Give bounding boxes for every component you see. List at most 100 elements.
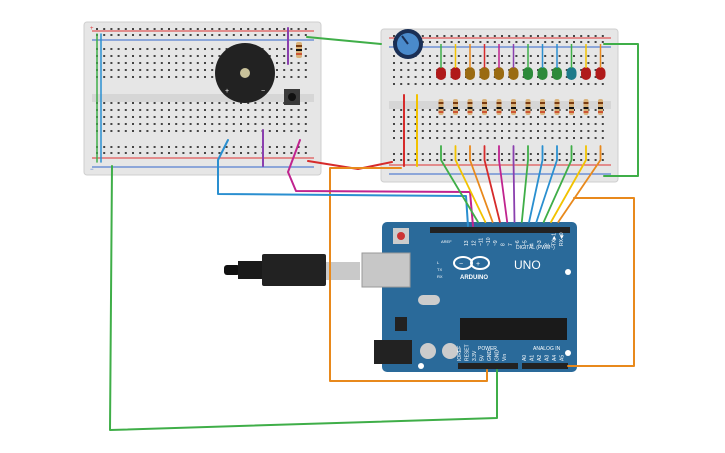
wire-blue-signal[interactable] (217, 139, 469, 227)
terminal-hole (218, 116, 221, 118)
led-signal-wire[interactable] (528, 145, 544, 223)
terminal-hole (110, 55, 113, 57)
led[interactable] (450, 67, 461, 80)
terminal-hole (139, 76, 142, 78)
terminal-hole (240, 123, 242, 125)
terminal-hole (204, 55, 206, 57)
terminal-hole (522, 130, 525, 132)
terminal-hole (196, 55, 199, 57)
led-signal-wire[interactable] (542, 145, 573, 223)
terminal-hole (117, 76, 120, 78)
rail-hole (601, 153, 604, 155)
terminal-hole (110, 76, 113, 78)
terminal-hole (304, 62, 307, 64)
led-signal-wire[interactable] (498, 145, 509, 223)
terminal-hole (601, 83, 604, 85)
terminal-hole (196, 123, 199, 125)
terminal-hole (472, 130, 475, 132)
analog-header (522, 363, 568, 369)
wire-orange-analog[interactable] (567, 197, 635, 367)
pin-label: 13 (464, 240, 470, 246)
terminal-hole (254, 130, 257, 132)
terminal-hole (297, 123, 300, 125)
terminal-hole (168, 116, 170, 118)
terminal-hole (587, 130, 590, 132)
rail-hole (117, 152, 120, 154)
wire-green-gnd[interactable] (109, 165, 498, 431)
terminal-hole (117, 123, 120, 125)
analog-label: ANALOG IN (533, 346, 561, 352)
potentiometer[interactable] (393, 29, 423, 59)
terminal-hole (551, 76, 554, 78)
rail-hole (182, 152, 185, 154)
led-signal-wire[interactable] (550, 145, 587, 223)
rail-hole (465, 153, 467, 155)
pushbutton[interactable] (284, 89, 300, 105)
led-signal-wire[interactable] (454, 145, 487, 223)
led-signal-wire[interactable] (535, 145, 558, 223)
led-signal-wire[interactable] (512, 145, 516, 223)
terminal-hole (493, 137, 496, 139)
resistor-left[interactable] (296, 42, 302, 58)
terminal-hole (175, 76, 178, 78)
rail-hole (132, 152, 134, 154)
terminal-hole (276, 102, 278, 104)
piezo-buzzer[interactable]: + − (215, 43, 275, 103)
terminal-hole (283, 109, 286, 111)
rail-hole (160, 34, 163, 36)
led[interactable] (494, 67, 504, 80)
rail-hole (124, 34, 127, 36)
led[interactable] (595, 67, 606, 80)
terminal-hole (304, 102, 307, 104)
resistor-band (496, 107, 502, 109)
terminal-hole (110, 116, 113, 118)
terminal-hole (160, 123, 163, 125)
led[interactable] (566, 67, 577, 80)
led-signal-wire[interactable] (469, 145, 494, 223)
terminal-hole (443, 130, 446, 132)
rail-hole (254, 28, 257, 30)
terminal-hole (393, 83, 395, 85)
terminal-hole (501, 83, 503, 85)
terminal-hole (457, 123, 460, 125)
usb-b-port[interactable] (361, 252, 411, 288)
led[interactable] (465, 67, 475, 80)
led-signal-wire[interactable] (440, 145, 479, 223)
rail-hole (544, 153, 547, 155)
terminal-hole (421, 123, 424, 125)
led-signal-wire[interactable] (483, 145, 501, 223)
terminal-hole (124, 123, 127, 125)
wire-green-pot[interactable] (306, 36, 382, 45)
rail-hole (486, 35, 489, 37)
wire-green-rail-loop[interactable] (603, 43, 639, 177)
led[interactable] (523, 67, 533, 80)
rail-hole (529, 35, 532, 37)
terminal-hole (465, 137, 467, 139)
wire-magenta-signal[interactable] (287, 139, 474, 227)
led[interactable] (436, 67, 446, 80)
terminal-hole (472, 109, 475, 111)
led[interactable] (537, 67, 548, 80)
led[interactable] (479, 67, 490, 80)
terminal-hole (429, 83, 431, 85)
power-jack[interactable] (374, 340, 412, 364)
usb-cable[interactable] (224, 254, 360, 286)
led-signal-wire[interactable] (520, 145, 529, 223)
terminal-hole (175, 109, 178, 111)
terminal-hole (196, 69, 199, 71)
terminal-hole (587, 83, 590, 85)
rail-hole (472, 159, 475, 161)
led[interactable] (581, 67, 591, 80)
terminal-hole (522, 55, 525, 57)
led[interactable] (508, 67, 519, 80)
rail-hole (247, 152, 250, 154)
rail-hole (196, 28, 199, 30)
rail-hole (414, 153, 417, 155)
led-signal-wire[interactable] (557, 145, 602, 223)
terminal-hole (247, 123, 250, 125)
led[interactable] (552, 67, 562, 80)
wire-orange-5v[interactable] (329, 167, 488, 382)
terminal-hole (124, 62, 127, 64)
terminal-hole (421, 76, 424, 78)
